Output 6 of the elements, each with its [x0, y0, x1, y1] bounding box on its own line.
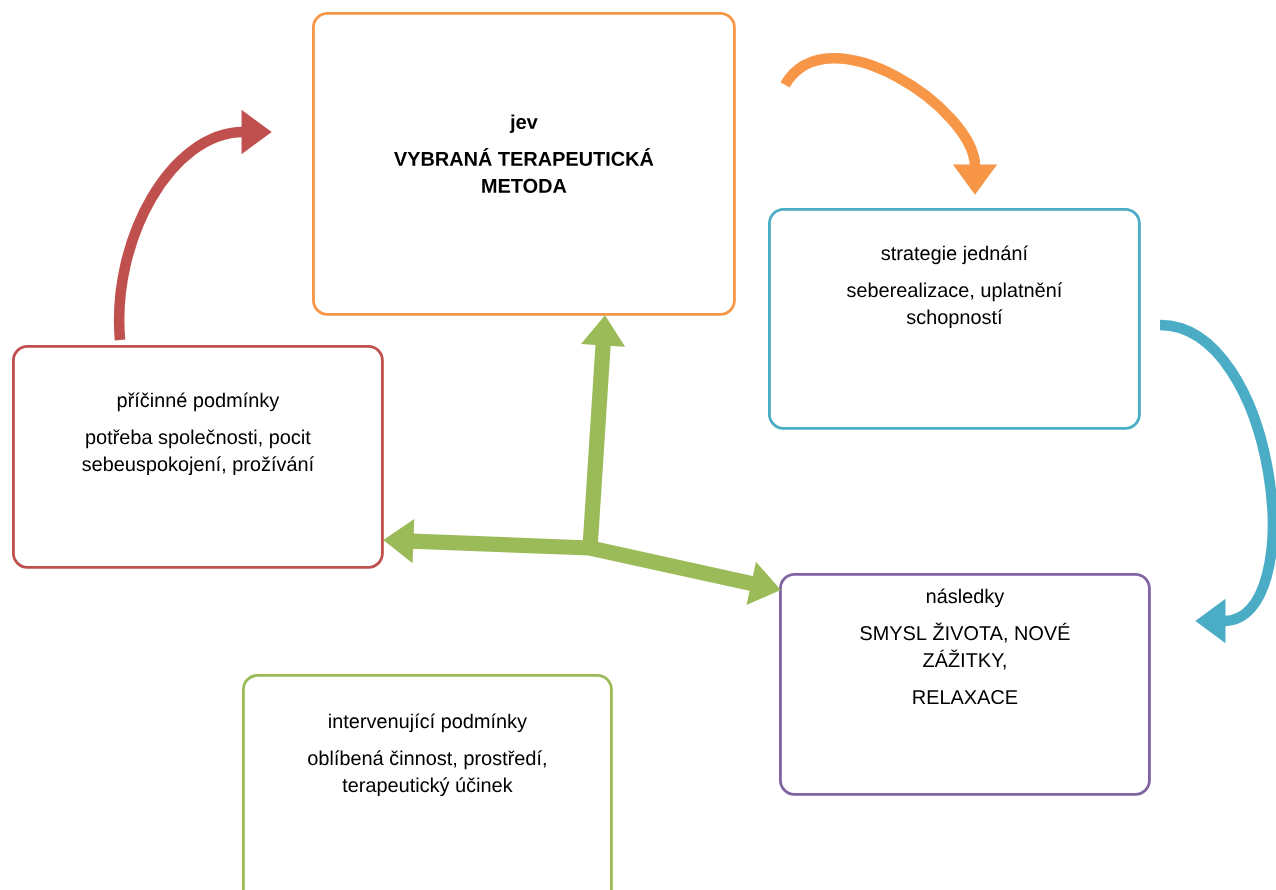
text-box: strategie jednání seberealizace, uplatnění schopností [768, 208, 1141, 430]
text-box: následky SMYSL ŽIVOTA, NOVÉ ZÁŽITKY, RELAXACE [779, 573, 1151, 796]
text-box: jev VYBRANÁ TERAPEUTICKÁ METODA [312, 12, 736, 316]
text-box: intervenující podmínky oblíbená činnost, prostředí, terapeutický účinek [242, 674, 613, 890]
text-box: příčinné podmínky potřeba společnosti, pocit sebeuspokojení, prožívání [12, 345, 384, 569]
arrow [1158, 319, 1276, 644]
